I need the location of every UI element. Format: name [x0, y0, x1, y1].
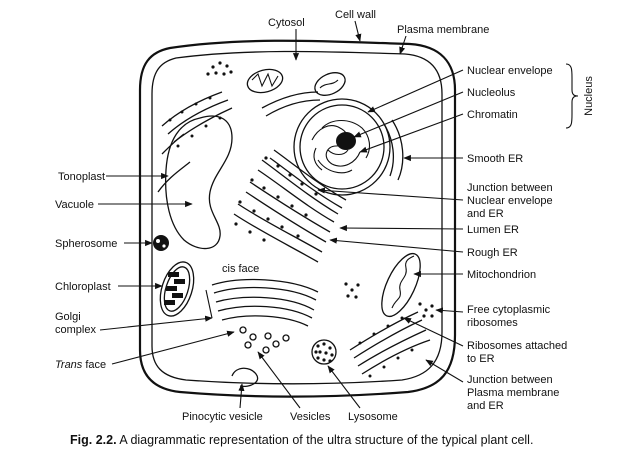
mitochondrion-top-right — [314, 72, 346, 96]
label-golgi-1: Golgi — [55, 311, 81, 323]
label-junction-ne-er-1: Junction between — [467, 182, 553, 194]
pointer-nuclear-envelope — [367, 69, 464, 113]
label-junction-ne-er-2: Nuclear envelope — [467, 195, 553, 207]
label-lumen-er: Lumen ER — [467, 224, 519, 236]
cell-wall — [138, 39, 457, 398]
pointer-nucleolus — [353, 91, 464, 138]
label-chloroplast: Chloroplast — [55, 281, 111, 293]
label-trans-face: Trans face — [55, 359, 106, 371]
label-cytosol: Cytosol — [268, 17, 305, 29]
er-bottom-right — [349, 311, 431, 378]
label-golgi-2: complex — [55, 324, 96, 336]
figure-caption: Fig. 2.2. A diagrammatic representation … — [70, 433, 533, 447]
label-cis-face: cis face — [222, 263, 259, 275]
label-vacuole: Vacuole — [55, 199, 94, 211]
label-junction-pm-er-2: Plasma membrane — [467, 387, 559, 399]
label-junction-ne-er-3: and ER — [467, 208, 504, 220]
free-ribosomes — [344, 282, 434, 318]
nucleolus-body — [336, 132, 356, 150]
label-vesicles: Vesicles — [290, 411, 331, 423]
pointer-cell-wall — [354, 20, 362, 42]
label-lysosome: Lysosome — [348, 411, 398, 423]
pinocytic-vesicle — [231, 367, 259, 388]
label-nucleolus: Nucleolus — [467, 87, 516, 99]
pointer-rough-er — [329, 237, 464, 253]
chloroplast — [159, 261, 195, 317]
spherosome — [153, 235, 169, 251]
label-ribosomes-attached-2: to ER — [467, 353, 495, 365]
pointer-vesicles — [257, 351, 301, 409]
pointer-junction-pm-er — [425, 359, 464, 383]
label-tonoplast: Tonoplast — [58, 171, 105, 183]
pointer-lumen-er — [339, 224, 464, 232]
label-mitochondrion: Mitochondrion — [467, 269, 536, 281]
label-free-ribosomes-2: ribosomes — [467, 317, 518, 329]
label-pinocytic-vesicle: Pinocytic vesicle — [182, 411, 263, 423]
label-junction-pm-er-1: Junction between — [467, 374, 553, 386]
label-rough-er: Rough ER — [467, 247, 518, 259]
label-chromatin: Chromatin — [467, 109, 518, 121]
pointer-chromatin — [359, 113, 464, 153]
mitochondrion-top — [246, 68, 284, 94]
mitochondrion-right — [381, 252, 421, 318]
vacuole — [164, 115, 233, 250]
label-nuclear-envelope: Nuclear envelope — [467, 65, 553, 77]
label-junction-pm-er-3: and ER — [467, 400, 504, 412]
pointer-ribosomes-attached — [403, 317, 464, 347]
smooth-er — [383, 119, 404, 181]
rough-er — [233, 149, 347, 263]
er-top-left — [161, 91, 321, 148]
plasma-membrane — [151, 50, 443, 385]
nucleus-brace: Nucleus — [565, 63, 595, 129]
ribosome-cluster-top — [206, 61, 233, 76]
label-nucleus: Nucleus — [583, 76, 595, 116]
label-free-ribosomes-1: Free cytoplasmic — [467, 304, 551, 316]
pointer-free-ribosomes — [435, 307, 464, 314]
label-ribosomes-attached-1: Ribosomes attached — [467, 340, 567, 352]
golgi-complex — [211, 278, 319, 354]
er-bottom-left — [157, 133, 191, 193]
pointer-golgi — [99, 315, 213, 331]
label-spherosome: Spherosome — [55, 238, 117, 250]
label-smooth-er: Smooth ER — [467, 153, 523, 165]
pointer-pinocytic-vesicle — [238, 383, 245, 409]
label-cell-wall: Cell wall — [335, 9, 376, 21]
nucleus — [293, 98, 391, 196]
pointer-lysosome — [327, 365, 361, 409]
lysosome — [311, 339, 337, 365]
pointer-golgi-bracket — [205, 289, 213, 319]
pointer-plasma-membrane — [399, 35, 407, 55]
pointer-junction-ne-er — [317, 187, 464, 201]
label-plasma-membrane: Plasma membrane — [397, 24, 489, 36]
pointer-trans-face — [111, 330, 235, 365]
